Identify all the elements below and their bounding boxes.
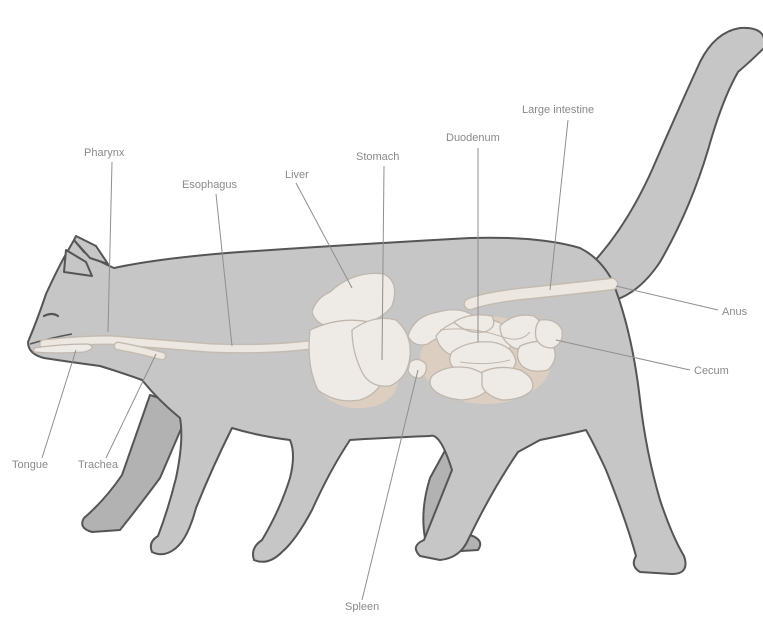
label-spleen: Spleen — [345, 601, 379, 612]
label-tongue: Tongue — [12, 459, 48, 471]
label-large-intestine: Large intestine — [522, 104, 594, 116]
label-trachea: Trachea — [78, 459, 119, 471]
label-pharynx: Pharynx — [84, 147, 125, 159]
label-liver: Liver — [285, 169, 309, 181]
cat-tail — [588, 28, 763, 300]
leader-anus — [616, 286, 718, 310]
leader-tongue — [42, 350, 76, 458]
label-esophagus: Esophagus — [182, 179, 238, 191]
label-duodenum: Duodenum — [446, 132, 500, 144]
label-cecum: Cecum — [694, 365, 729, 377]
cecum-organ — [536, 320, 563, 348]
label-stomach: Stomach — [356, 151, 399, 163]
label-anus: Anus — [722, 306, 748, 318]
